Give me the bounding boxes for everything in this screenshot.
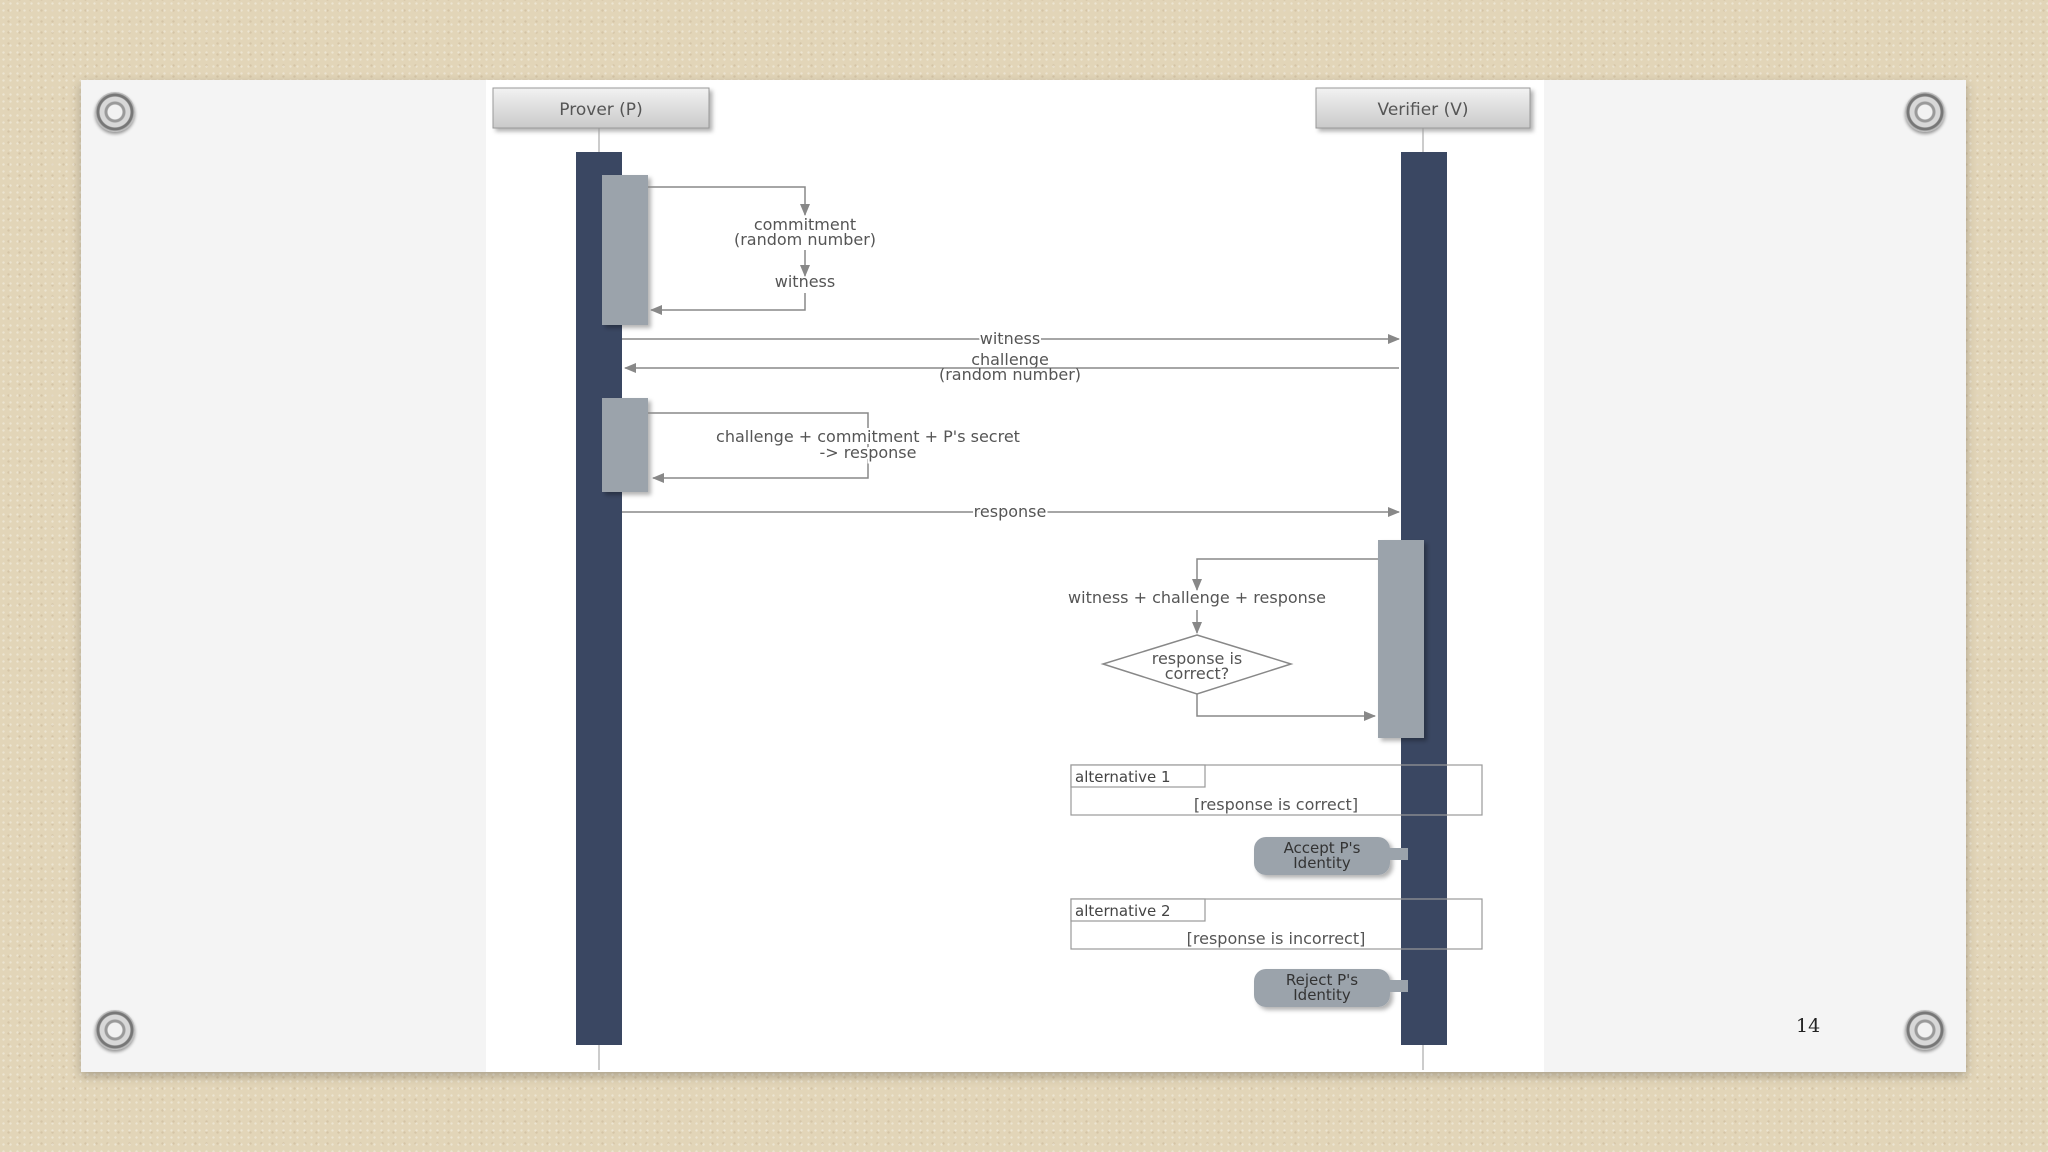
pin-bottom-right: [1905, 1010, 1945, 1050]
prover-header: Prover (P): [492, 87, 710, 129]
decision-label-1: response is: [1152, 649, 1243, 668]
alternative-1-label: alternative 1: [1075, 768, 1171, 786]
challenge-label-2: (random number): [939, 365, 1081, 384]
prover-activation-1: [602, 175, 648, 325]
reject-identity-node: Reject P's Identity: [1254, 969, 1408, 1007]
prover-activation-2: [602, 398, 648, 492]
accept-label-1: Accept P's: [1284, 839, 1361, 857]
page-number: 14: [1796, 1015, 1821, 1037]
sequence-diagram: Prover (P) Verifier (V) commitment (rand…: [486, 80, 1544, 1072]
decision-label-2: correct?: [1165, 664, 1230, 683]
verifier-sum-label: witness + challenge + response: [1068, 588, 1326, 607]
verifier-compute-arrow: [1192, 558, 1378, 591]
witness-return-arrow: [650, 293, 806, 315]
reject-label-1: Reject P's: [1286, 971, 1358, 989]
alternative-1-guard: [response is correct]: [1194, 795, 1358, 814]
accept-label-2: Identity: [1293, 854, 1351, 872]
commitment-label-2: (random number): [734, 230, 876, 249]
prover-compute-label-1: challenge + commitment + P's secret: [716, 427, 1020, 446]
commitment-label-1: commitment: [754, 215, 856, 234]
pin-top-left: [95, 92, 135, 132]
challenge-label-1: challenge: [971, 350, 1049, 369]
prover-compute-bracket-top: [648, 412, 869, 483]
verifier-label: Verifier (V): [1378, 100, 1469, 120]
prover-compute-label-2: -> response: [820, 443, 917, 462]
decision-return-arrow: [1196, 694, 1376, 721]
accept-identity-node: Accept P's Identity: [1254, 837, 1408, 875]
reject-label-2: Identity: [1293, 986, 1351, 1004]
commitment-self-arrow: [648, 186, 810, 216]
alternative-2-frame: alternative 2 [response is incorrect]: [1070, 898, 1483, 950]
response-message-label: response: [974, 502, 1047, 521]
alternative-2-label: alternative 2: [1075, 902, 1171, 920]
alternative-2-guard: [response is incorrect]: [1187, 929, 1366, 948]
witness-message-label: witness: [980, 329, 1040, 348]
verifier-activation: [1378, 540, 1424, 738]
witness-self-label: witness: [775, 272, 835, 291]
prover-label: Prover (P): [559, 100, 642, 120]
pin-bottom-left: [95, 1010, 135, 1050]
verifier-header: Verifier (V): [1315, 87, 1531, 129]
alternative-1-frame: alternative 1 [response is correct]: [1070, 764, 1483, 816]
pin-top-right: [1905, 92, 1945, 132]
